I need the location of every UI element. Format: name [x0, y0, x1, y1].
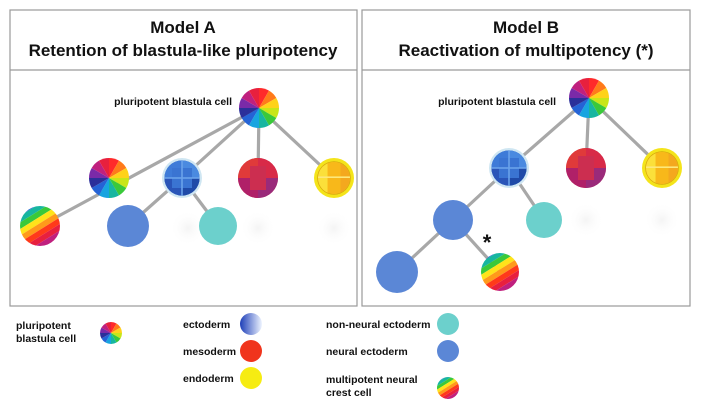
ectoderm-cell-a: [162, 158, 202, 198]
legend-non-neural-label: non-neural ectoderm: [326, 319, 430, 331]
edge-a-root-crest: [38, 106, 261, 228]
legend-endoderm-label: endoderm: [183, 373, 234, 385]
panel-b-title: Model B: [493, 18, 559, 37]
reactivation-asterisk: *: [483, 230, 492, 255]
legend-pluripotent-label-line1: pluripotent: [16, 320, 71, 332]
legend-endoderm-swatch: [240, 367, 262, 389]
pluripotent-root-cell-a: [239, 88, 279, 128]
endoderm-cell-b: [642, 148, 682, 188]
legend-neural-swatch: [437, 340, 459, 362]
neural-ectoderm-daughter-cell-b: [376, 251, 418, 293]
legend-neural-crest-label-line2: crest cell: [326, 387, 372, 399]
ghost-cell: [644, 202, 680, 238]
neural-ectoderm-cell-b: [433, 200, 473, 240]
neural-ectoderm-cell-a: [107, 205, 149, 247]
ectoderm-cell-b: [489, 148, 529, 188]
panel-model-b: Model B Reactivation of multipotency (*)…: [361, 9, 691, 307]
panel-a-subtitle: Retention of blastula-like pluripotency: [29, 41, 338, 60]
legend-ectoderm-swatch: [240, 313, 262, 335]
root-label-a: pluripotent blastula cell: [114, 96, 232, 108]
ghost-cell: [568, 202, 604, 238]
pluripotent-retained-cell: [89, 158, 129, 198]
endoderm-cell-a: [314, 158, 354, 198]
non-neural-ectoderm-cell-a: [199, 207, 237, 245]
panel-model-a: Model A Retention of blastula-like pluri…: [9, 9, 358, 307]
pluripotent-root-cell-b: [569, 78, 609, 118]
legend-neural-crest-label-line1: multipotent neural: [326, 374, 418, 386]
panel-b-subtitle: Reactivation of multipotency (*): [398, 41, 653, 60]
legend-non-neural-swatch: [437, 313, 459, 335]
legend-ectoderm-label: ectoderm: [183, 319, 230, 331]
ghost-cell: [170, 210, 206, 246]
legend-mesoderm-label: mesoderm: [183, 346, 236, 358]
panel-a-title: Model A: [150, 18, 215, 37]
ghost-cell: [316, 210, 352, 246]
legend-pluripotent-label-line2: blastula cell: [16, 333, 76, 345]
ghost-cell: [240, 210, 276, 246]
panel-a-frame: [9, 9, 358, 307]
legend-neural-crest-swatch: [421, 361, 476, 417]
legend: pluripotent blastula cell ectoderm mesod…: [16, 313, 476, 417]
non-neural-ectoderm-cell-b: [526, 202, 562, 238]
legend-neural-label: neural ectoderm: [326, 346, 408, 358]
legend-pluripotent-swatch: [100, 322, 122, 344]
mesoderm-cell-a: [238, 158, 278, 198]
legend-mesoderm-swatch: [240, 340, 262, 362]
mesoderm-cell-b: [566, 148, 606, 188]
root-label-b: pluripotent blastula cell: [438, 96, 556, 108]
